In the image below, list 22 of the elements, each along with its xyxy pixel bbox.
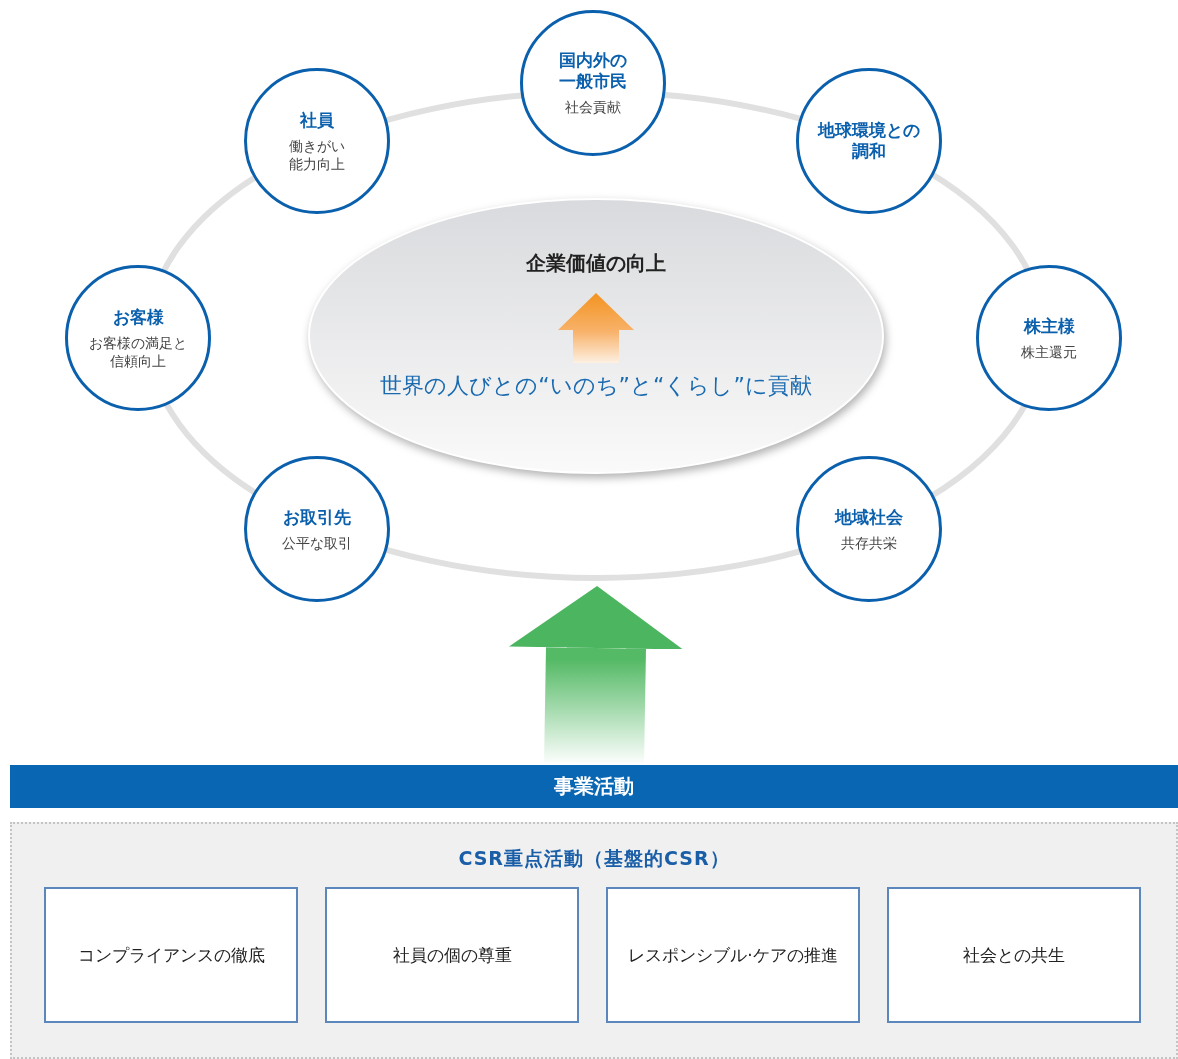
panel-title: CSR重点活動（基盤的CSR） (457, 846, 731, 871)
circle-title: お取引先 (283, 506, 351, 528)
activity-box: レスポンシブル·ケアの推進 (606, 887, 860, 1023)
body-text: 世界の人びとの“いのち”と“くらし”に貢献 (379, 372, 813, 400)
heading: 企業価値の向上 (525, 250, 667, 277)
activity-box: 社員の個の尊重 (325, 887, 579, 1023)
circle-title: 地域社会 (835, 506, 903, 528)
circle-title: 国内外の一般市民 (558, 50, 628, 92)
circle-text: 株主還元 (1021, 342, 1077, 361)
circle-text: 公平な取引 (282, 533, 352, 552)
header-bar: 事業活動 (10, 765, 1178, 808)
circle-text: 社会貢献 (565, 98, 621, 116)
activity-box: コンプライアンスの徹底 (44, 887, 298, 1023)
circle-text: 共存共栄 (841, 533, 897, 552)
circle-title: お客様 (112, 306, 164, 328)
circle-title: 株主様 (1023, 315, 1075, 337)
circle-text: 働きがい能力向上 (288, 136, 346, 173)
activity-box: 社会との共生 (887, 887, 1141, 1023)
circle-title: 社員 (300, 109, 334, 131)
circle-title: 地球環境との調和 (816, 120, 921, 162)
circle-text: お客様の満足と信頼向上 (88, 333, 188, 370)
panel-background (10, 822, 1178, 1059)
